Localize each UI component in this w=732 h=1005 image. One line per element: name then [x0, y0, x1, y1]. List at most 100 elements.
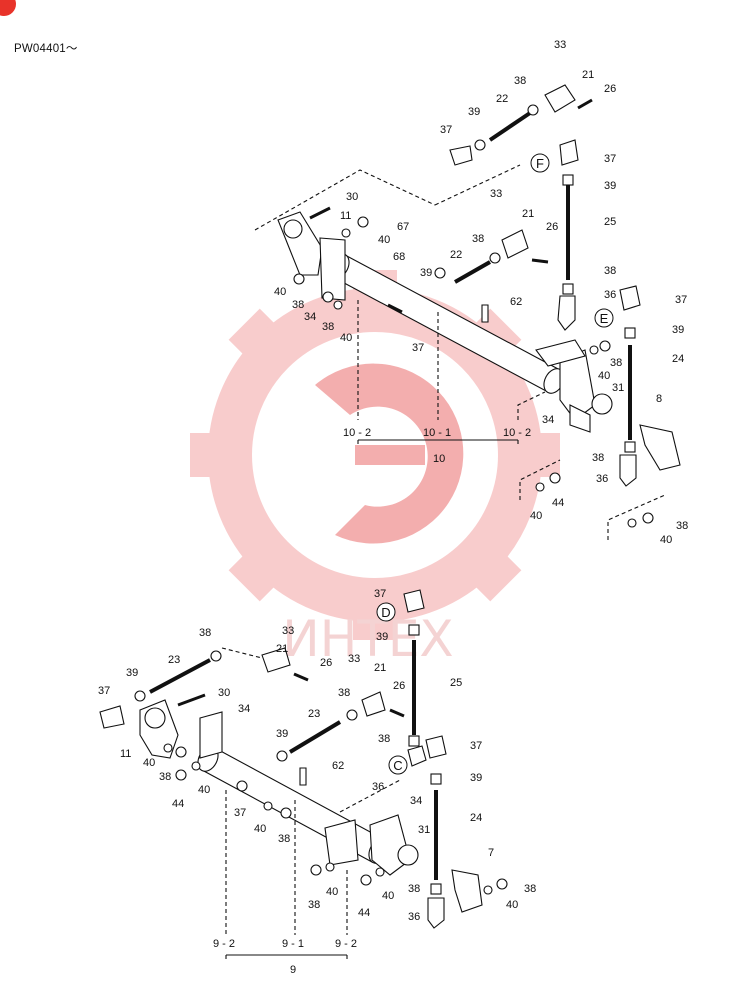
callout: 22 — [450, 249, 462, 261]
callout: 34 — [304, 311, 316, 323]
lever-boss — [144, 707, 166, 729]
callout: 31 — [418, 824, 430, 836]
callout: 38 — [604, 265, 616, 277]
callout: 8 — [656, 393, 662, 405]
callout: 37 — [374, 588, 386, 600]
upper-callouts: 33 21 26 38 22 39 37 37 39 25 26 38 30 1… — [274, 39, 688, 546]
callout: 24 — [672, 353, 684, 365]
callout: 67 — [397, 221, 409, 233]
callout: 38 — [322, 321, 334, 333]
callout: 37 — [98, 685, 110, 697]
lever-8 — [639, 424, 681, 471]
callout: 37 — [470, 740, 482, 752]
callout: 36 — [596, 473, 608, 485]
nut-38 — [489, 252, 501, 264]
callout: 26 — [393, 680, 405, 692]
callout: 40 — [143, 757, 155, 769]
nut-38 — [408, 735, 420, 747]
callout: 23 — [308, 708, 320, 720]
washer-40 — [263, 801, 273, 811]
group-label: 10 - 2 — [343, 427, 371, 439]
reference-line — [607, 494, 666, 540]
callout: 24 — [470, 812, 482, 824]
callout: 33 — [554, 39, 566, 51]
callout: 7 — [488, 847, 494, 859]
nut-38 — [430, 883, 442, 895]
clevis-21 — [261, 647, 291, 673]
washer-40 — [535, 482, 545, 492]
washer-40 — [483, 885, 493, 895]
pin-26 — [389, 708, 405, 718]
washer-40 — [191, 761, 201, 771]
callout: 44 — [552, 497, 564, 509]
bracket — [319, 237, 346, 301]
callout: 11 — [340, 210, 351, 222]
group-label: 9 - 2 — [335, 938, 357, 950]
callout: 38 — [278, 833, 290, 845]
callout: 38 — [524, 883, 536, 895]
callout: 40 — [660, 534, 672, 546]
callout: 25 — [450, 677, 462, 689]
grease-nipple-62 — [481, 304, 489, 323]
clevis-21 — [501, 229, 529, 259]
nut-38 — [175, 746, 187, 758]
nut-38 — [346, 709, 358, 721]
callout: 38 — [338, 687, 350, 699]
washer-40 — [341, 228, 351, 238]
grease-nipple-62 — [299, 767, 307, 786]
ball-joint-37 — [559, 139, 579, 166]
callout: 38 — [408, 883, 420, 895]
callout: 37 — [675, 294, 687, 306]
callout: 40 — [326, 886, 338, 898]
callout: 39 — [604, 180, 616, 192]
callout: 38 — [199, 627, 211, 639]
callout: 21 — [522, 208, 534, 220]
nut-39 — [408, 624, 420, 636]
right-lever — [369, 814, 411, 876]
rod-22 — [488, 111, 532, 142]
callout: 26 — [546, 221, 558, 233]
washer-39 — [434, 267, 446, 279]
pin-26 — [577, 98, 593, 110]
callout: 38 — [514, 75, 526, 87]
rod-23 — [288, 720, 342, 754]
callout: 44 — [172, 798, 184, 810]
clevis-21 — [544, 84, 576, 113]
callout: 33 — [282, 625, 294, 637]
bolt-67 — [357, 216, 369, 228]
ball-joint-37 — [403, 589, 425, 613]
callout: 34 — [238, 703, 250, 715]
nut-38 — [599, 340, 611, 352]
nut-38 — [210, 650, 222, 662]
callout: 39 — [420, 267, 432, 279]
callout: 44 — [358, 907, 370, 919]
lever-7 — [451, 869, 483, 913]
washer-39 — [474, 139, 486, 151]
callout: 37 — [412, 342, 424, 354]
washer-40 — [375, 867, 385, 877]
washer-39 — [134, 690, 146, 702]
group-label: 10 - 2 — [503, 427, 531, 439]
upper-view-refs: F E — [530, 153, 614, 328]
nut-38 — [527, 104, 539, 116]
callout: 38 — [610, 357, 622, 369]
ball-joint-37 — [99, 705, 125, 729]
bracket — [324, 819, 359, 866]
gear-emblem-bar — [355, 445, 425, 465]
callout: 23 — [168, 654, 180, 666]
callout: 39 — [672, 324, 684, 336]
ball-joint-37 — [425, 735, 447, 759]
bolt-37 — [236, 780, 248, 792]
callout: 37 — [440, 124, 452, 136]
callout: 21 — [582, 69, 594, 81]
callout: 21 — [276, 643, 288, 655]
pin-30 — [177, 693, 206, 707]
view-ref-circle — [530, 153, 550, 173]
nut-38 — [562, 283, 574, 295]
group-leader — [517, 391, 546, 420]
callout: 36 — [372, 781, 384, 793]
callout: 39 — [470, 772, 482, 784]
nut-38 — [322, 291, 334, 303]
callout: 38 — [159, 771, 171, 783]
